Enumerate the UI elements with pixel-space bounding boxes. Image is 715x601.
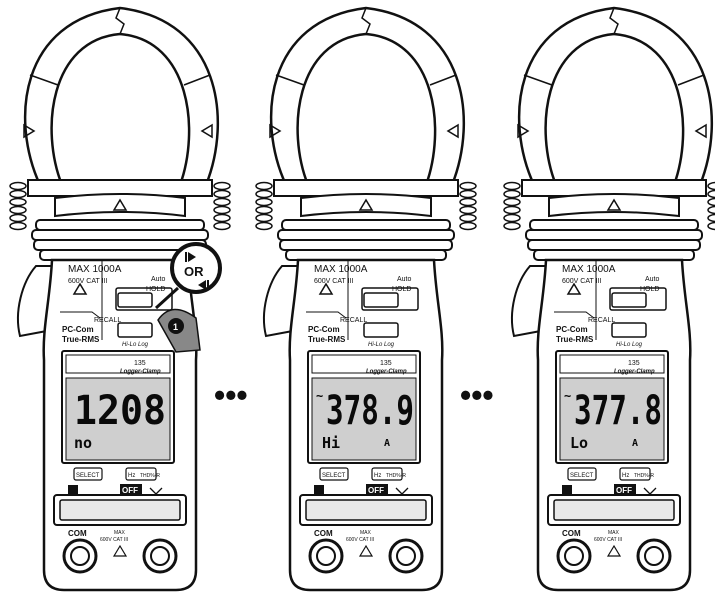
lcd-reading: 1208: [74, 388, 166, 434]
or-text: OR: [184, 264, 204, 279]
com-label: COM: [314, 529, 333, 538]
hilolog-label: Hi-Lo Log: [368, 342, 395, 348]
hz-button[interactable]: Hz: [374, 473, 381, 479]
recall-callout: OR 1: [154, 242, 222, 353]
lcd-sub-indicator: Lo: [570, 434, 588, 452]
select-button[interactable]: SELECT: [76, 473, 100, 479]
model-number: 135: [134, 360, 146, 367]
true-rms-label: True-RMS: [308, 335, 346, 344]
max-rating-label: MAX 1000A: [562, 264, 616, 275]
hold-label: HOLD: [392, 286, 411, 293]
true-rms-label: True-RMS: [62, 335, 100, 344]
clamp-meter-2: MAX 1000A 600V CAT III Auto HOLD RECALL …: [254, 6, 478, 592]
thd-label: THD%-R: [634, 473, 654, 479]
true-rms-label: True-RMS: [556, 335, 594, 344]
model-number: 135: [380, 360, 392, 367]
clamp-meter-1: MAX 1000A 600V CAT III Auto HOLD RECALL …: [8, 6, 232, 592]
com-label: COM: [68, 529, 87, 538]
lcd-ac-symbol: ~: [316, 389, 323, 403]
pc-com-label: PC-Com: [62, 325, 94, 334]
clamp-meter-3: MAX 1000A 600V CAT III Auto HOLD RECALL …: [502, 6, 715, 592]
pc-com-label: PC-Com: [308, 325, 340, 334]
model-name: Logger-Clamp: [614, 369, 655, 375]
input-max-label: MAX: [114, 530, 126, 536]
max-rating-label: MAX 1000A: [314, 264, 368, 275]
hz-button[interactable]: Hz: [128, 473, 135, 479]
cat-rating-label: 600V CAT III: [68, 278, 107, 285]
lcd-unit: A: [632, 438, 638, 449]
input-rating-label: 600V CAT III: [594, 537, 622, 543]
recall-label: RECALL: [588, 317, 615, 324]
off-label: OFF: [616, 486, 632, 495]
thd-label: THD%-R: [140, 473, 160, 479]
recall-label: RECALL: [94, 317, 121, 324]
thd-label: THD%-R: [386, 473, 406, 479]
input-rating-label: 600V CAT III: [346, 537, 374, 543]
cat-rating-label: 600V CAT III: [314, 278, 353, 285]
cat-rating-label: 600V CAT III: [562, 278, 601, 285]
com-label: COM: [562, 529, 581, 538]
off-label: OFF: [122, 486, 138, 495]
lcd-reading: 377.8: [574, 388, 662, 434]
select-button[interactable]: SELECT: [570, 473, 594, 479]
input-max-label: MAX: [360, 530, 372, 536]
ellipsis-2: •••: [460, 377, 494, 413]
auto-label: Auto: [645, 276, 660, 283]
max-rating-label: MAX 1000A: [68, 264, 122, 275]
pc-com-label: PC-Com: [556, 325, 588, 334]
model-name: Logger-Clamp: [366, 369, 407, 375]
hold-label: HOLD: [640, 286, 659, 293]
input-max-label: MAX: [608, 530, 620, 536]
hilolog-label: Hi-Lo Log: [122, 342, 149, 348]
model-number: 135: [628, 360, 640, 367]
hold-label: HOLD: [146, 286, 165, 293]
lcd-ac-symbol: ~: [564, 389, 571, 403]
model-name: Logger-Clamp: [120, 369, 161, 375]
step-number: 1: [173, 322, 178, 332]
lcd-sub-indicator: Hi: [322, 434, 340, 452]
ellipsis-1: •••: [214, 377, 248, 413]
lcd-reading: 378.9: [326, 388, 414, 434]
auto-label: Auto: [151, 276, 166, 283]
hilolog-label: Hi-Lo Log: [616, 342, 643, 348]
auto-label: Auto: [397, 276, 412, 283]
select-button[interactable]: SELECT: [322, 473, 346, 479]
off-label: OFF: [368, 486, 384, 495]
lcd-sub-indicator: no: [74, 434, 92, 452]
hz-button[interactable]: Hz: [622, 473, 629, 479]
lcd-unit: A: [384, 438, 390, 449]
recall-label: RECALL: [340, 317, 367, 324]
input-rating-label: 600V CAT III: [100, 537, 128, 543]
